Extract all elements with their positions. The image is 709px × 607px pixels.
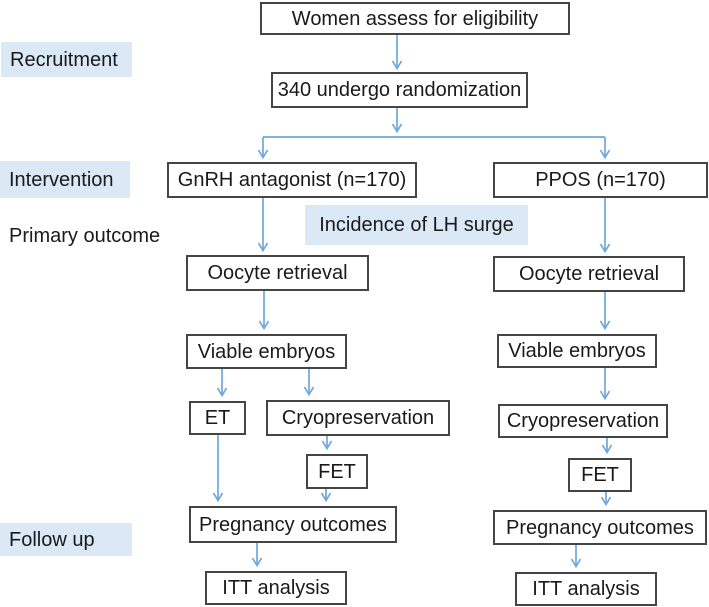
stage-label-intervention: Intervention bbox=[0, 161, 130, 198]
node-fet-right: FET bbox=[568, 458, 632, 492]
node-viable-embryos-left: Viable embryos bbox=[186, 334, 347, 369]
node-eligibility: Women assess for eligibility bbox=[260, 2, 570, 35]
node-et: ET bbox=[189, 401, 246, 435]
node-fet-left: FET bbox=[306, 454, 368, 489]
node-cryopreservation-right: Cryopreservation bbox=[498, 404, 668, 438]
node-itt-analysis-right: ITT analysis bbox=[515, 572, 657, 606]
node-pregnancy-outcomes-right: Pregnancy outcomes bbox=[493, 510, 707, 545]
stage-label-primary-outcome: Primary outcome bbox=[9, 225, 161, 247]
annotation-lh-surge: Incidence of LH surge bbox=[305, 205, 528, 245]
node-pregnancy-outcomes-left: Pregnancy outcomes bbox=[189, 506, 397, 543]
node-oocyte-retrieval-right: Oocyte retrieval bbox=[493, 256, 685, 292]
stage-label-recruitment: Recruitment bbox=[1, 42, 132, 77]
node-gnrh-arm: GnRH antagonist (n=170) bbox=[167, 162, 417, 198]
node-viable-embryos-right: Viable embryos bbox=[497, 334, 657, 368]
node-randomization: 340 undergo randomization bbox=[271, 72, 528, 108]
stage-label-follow-up: Follow up bbox=[0, 523, 132, 556]
node-cryopreservation-left: Cryopreservation bbox=[266, 400, 450, 436]
node-itt-analysis-left: ITT analysis bbox=[205, 571, 347, 605]
node-oocyte-retrieval-left: Oocyte retrieval bbox=[186, 255, 369, 291]
node-ppos-arm: PPOS (n=170) bbox=[493, 162, 708, 198]
